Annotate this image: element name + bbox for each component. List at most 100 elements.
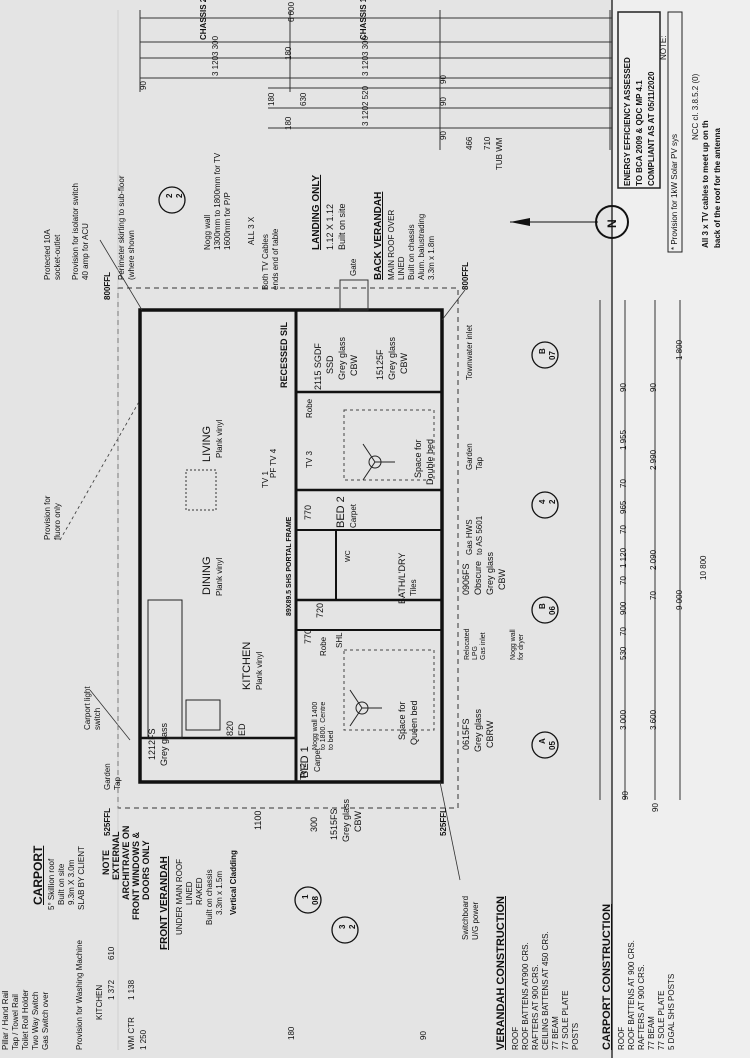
dining-table <box>185 469 217 511</box>
room-bed1-space: Space for <box>397 701 407 740</box>
note-carport-light-2: switch <box>93 707 102 730</box>
note-nogg-tv2-2: to 1800. Centre <box>320 701 327 750</box>
door-770-a: 770 <box>303 504 313 520</box>
dim-3300-a: 3 300 <box>211 35 220 56</box>
tv-note-1: All 3 x TV cables to meet up on th <box>701 120 710 248</box>
bd-90-b: 90 <box>651 803 660 812</box>
dim-710: 710 <box>483 136 492 150</box>
kitchen-sink <box>185 699 221 731</box>
window-w1c: Grey glass <box>337 336 347 380</box>
room-living: LIVING <box>201 425 213 462</box>
portal-frame: 89X89.5 SHS PORTAL FRAME <box>286 516 293 616</box>
bd-2090: 2 090 <box>649 549 658 570</box>
note-isolator-1: Provision for isolator switch <box>71 183 80 280</box>
window-w1: 2115 SGDF <box>313 343 323 390</box>
title-block <box>612 0 750 1058</box>
bd-90-a: 90 <box>621 791 630 800</box>
bd-70-d: 70 <box>619 479 628 488</box>
carport-l4: SLAB BY CLIENT <box>77 846 86 910</box>
queen-bed-outline <box>343 649 435 731</box>
front-verandah-title: FRONT VERANDAH <box>159 856 170 950</box>
note-lpg-3: Gas inlet <box>480 632 487 660</box>
carport-construction-l2: ROOF BATTENS AT 900 CRS. <box>627 940 636 1050</box>
front-verandah-l5: 3.3m x 1.5m <box>215 870 224 915</box>
dim-3120-b: 3 120 <box>361 55 370 76</box>
window-w1b: SSD <box>325 355 335 374</box>
dim-6600: 6 600 <box>287 1 296 22</box>
bd-900: 900 <box>619 601 628 615</box>
marker-4-bot: 06 <box>548 606 557 615</box>
bd-70-a: 70 <box>619 627 628 636</box>
note-nogg-tv-3: 1600mm for P/P <box>223 192 232 250</box>
window-w6b: Grey glass <box>159 722 169 766</box>
bd-90-d: 90 <box>649 383 658 392</box>
note-gate: Gate <box>349 258 358 276</box>
left-edge-kitchen: KITCHEN <box>95 984 104 1020</box>
verandah-construction-l1: ROOF <box>511 1026 520 1050</box>
bd-1800: 1 800 <box>675 339 684 360</box>
window-w3d: CBW <box>497 569 507 590</box>
bd-70-e: 70 <box>649 591 658 600</box>
window-w1d: CBW <box>349 355 359 376</box>
note-tv-cables-2: ends end of table <box>271 228 280 290</box>
marker-3 <box>531 491 559 519</box>
note-protected-1: Protected 10A <box>43 229 52 280</box>
dim-180-b: 180 <box>284 116 293 130</box>
landing-title: LANDING ONLY <box>311 174 322 250</box>
left-edge-1372: 1 372 <box>107 979 116 1000</box>
left-edge-l6: Provision for Washing Machine <box>75 940 84 1050</box>
leader-fluoro <box>59 399 141 541</box>
back-verandah-l5: 3.3m x 1.8m <box>427 235 436 280</box>
ncc-ref: NCC cl. 3.8.5.2 (0) <box>691 73 700 140</box>
pf-tv-4: PF TV 4 <box>269 448 278 478</box>
verandah-construction-title: VERANDAH CONSTRUCTION <box>495 896 507 1050</box>
verandah-construction-l3: RAFTERS AT 900 CRS. <box>531 964 540 1050</box>
landing-built: Built on site <box>337 203 347 250</box>
note-ext-1: NOTE <box>101 849 111 875</box>
marker-1 <box>158 186 186 214</box>
window-w3c: Grey glass <box>485 551 495 595</box>
room-bed1-bed: Queen bed <box>409 700 419 745</box>
bd-10800: 10 800 <box>699 555 708 580</box>
left-edge-90: 90 <box>419 1031 428 1040</box>
note-nogg-dryer-2: for dryer <box>518 633 525 660</box>
dim-2520: 2 520 <box>361 85 370 106</box>
tub-wm: TUB WM <box>495 137 504 170</box>
window-w2b: Grey glass <box>387 336 397 380</box>
marker-6-bot: 08 <box>311 896 320 905</box>
building-outer-wall <box>138 308 444 784</box>
note-ext-4: FRONT WINDOWS & <box>131 832 141 920</box>
dim-300: 300 <box>309 816 319 832</box>
note-garden-tap-2: Tap <box>113 777 122 790</box>
note-skirting-1: Perimeter skirting to sub-floor <box>117 175 126 280</box>
dim-180-c: 180 <box>267 92 276 106</box>
verandah-construction-l2: ROOF BATTENS AT900 CRS. <box>521 942 530 1050</box>
window-w2c: CBW <box>399 353 409 374</box>
energy-line-2: TO BCA 2009 & QDC MP 4.1 <box>635 80 644 186</box>
bd-3600: 3 600 <box>649 709 658 730</box>
ceiling-fan-bed2 <box>362 443 395 481</box>
window-w4c: CBRW <box>485 720 495 748</box>
ffl-800-b: 800FFL <box>461 261 470 290</box>
marker-1-bot: 2 <box>175 193 184 198</box>
robe-1: Robe <box>305 398 314 418</box>
note-isolator-2: 40 amp for ACU <box>81 223 90 280</box>
window-w4b: Grey glass <box>473 708 483 752</box>
bd-1955: 1 955 <box>619 429 628 450</box>
door-820-ed: ED <box>237 723 247 736</box>
marker-4 <box>531 596 559 624</box>
room-bath: BATH/L'DRY <box>397 552 407 604</box>
dim-180-a: 180 <box>284 46 293 60</box>
verandah-construction-l4: CEILING BATTENS AT 450 CRS. <box>541 931 550 1050</box>
note-tv-cables-1: Both TV Cables <box>261 234 270 290</box>
marker-7-bot: 2 <box>348 924 357 929</box>
note-garden-tap-b2: Tap <box>475 457 484 470</box>
note-gas-hws-2: to AS 5601 <box>475 515 484 555</box>
window-w5b: Grey glass <box>341 798 351 842</box>
tv-3: TV 3 <box>305 451 314 468</box>
window-w5: 1515FS <box>329 808 339 840</box>
left-edge-l1: Pillar / Hand Rail <box>1 990 10 1050</box>
left-edge-l5: Gas Switch over <box>41 991 50 1050</box>
carport-construction-l4: 77 BEAM <box>647 1016 656 1050</box>
left-edge-1250: 1 250 <box>139 1029 148 1050</box>
